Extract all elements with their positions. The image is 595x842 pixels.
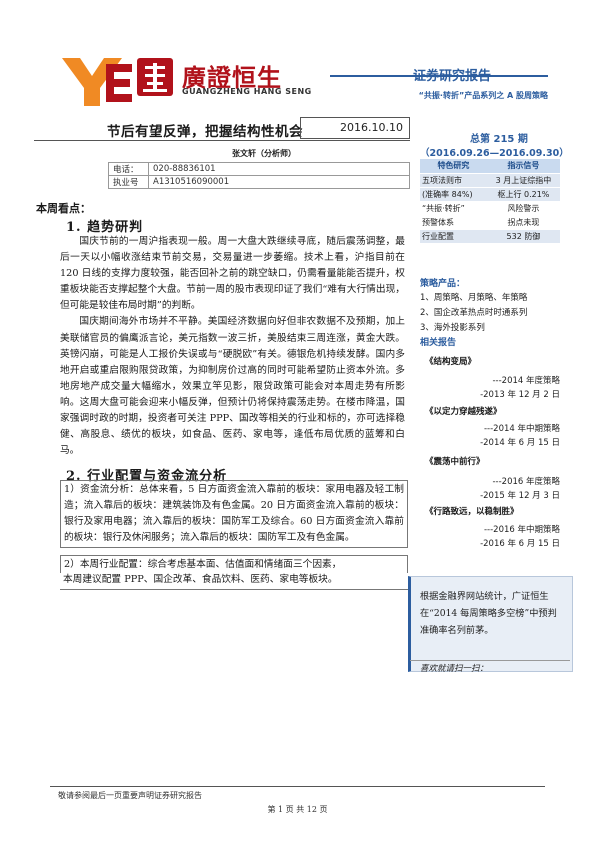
company-seal-icon	[137, 58, 173, 96]
related-report-subtitle: ---2016 年度策略	[492, 477, 560, 487]
industry-config-divider	[60, 589, 408, 590]
strategy-item: 1、周策略、月策略、年策略	[420, 293, 528, 303]
related-report-title: 《结构变局》	[425, 357, 477, 367]
footer-disclaimer: 敬请参阅最后一页重要声明证券研究报告	[58, 791, 202, 800]
related-report-date: -2016 年 6 月 15 日	[480, 539, 560, 549]
issue-date-range: （2016.09.26—2016.09.30）	[420, 148, 569, 159]
trend-paragraph-1: 国庆节前的一周沪指表现一般。周一大盘大跌继续寻底，随后震荡调整，最后一天以小幅收…	[60, 236, 405, 312]
section-1-title: 1. 趋势研判	[66, 220, 144, 235]
license-value: A1310516090001	[148, 175, 410, 189]
phone-value: 020-88836101	[148, 162, 410, 176]
weekly-focus-label: 本周看点：	[36, 202, 91, 215]
accuracy-note-box	[408, 576, 573, 672]
signal-row-left: 预警体系	[420, 215, 487, 230]
signal-row-left: (准确率 84%)	[420, 187, 487, 202]
related-report-subtitle: ---2016 年中期策略	[483, 525, 560, 535]
signal-table: 特色研究 指示信号 五项法则市 3 月上证综指中 (准确率 84%) 枢上行 0…	[420, 159, 560, 244]
license-row: 执业号 A1310516090001	[108, 175, 410, 189]
signal-row-right: 枢上行 0.21%	[486, 187, 560, 202]
title-divider	[34, 140, 410, 141]
signal-row-left: “共振·转折”	[420, 201, 487, 216]
footer-divider	[50, 786, 545, 787]
signal-row: (准确率 84%) 枢上行 0.21%	[420, 187, 560, 202]
related-report-title: 《行路致远，以稳制胜》	[425, 507, 519, 517]
scan-prompt: 喜欢就请扫一扫：	[420, 664, 489, 674]
signal-header-indicator: 指示信号	[486, 159, 560, 174]
industry-config-line-1: 2）本周行业配置：综合考虑基本面、估值面和情绪面三个因素，	[60, 555, 408, 573]
signal-header-research: 特色研究	[420, 159, 487, 174]
page-number: 第 1 页 共 12 页	[267, 805, 328, 814]
report-title: 节后有望反弹，把握结构性机会	[107, 124, 303, 140]
strategy-item: 3、海外投影系列	[420, 323, 485, 333]
header-divider	[330, 75, 548, 77]
signal-row: “共振·转折” 风险警示	[420, 201, 560, 216]
accuracy-note-text: 根据金融界网站统计，广证恒生在“2014 每周策略多空榜”中预判准确率名列前茅。	[420, 591, 557, 636]
author-info-table: 电话： 020-88836101 执业号 A1310516090001	[108, 162, 410, 189]
signal-row: 五项法则市 3 月上证综指中	[420, 173, 560, 188]
issue-number: 总第 215 期	[470, 134, 528, 145]
signal-row-left: 五项法则市	[420, 173, 487, 188]
signal-row-right: 风险警示	[486, 201, 560, 216]
company-logo-mark	[62, 58, 132, 106]
related-report-title: 《以定力穿越残遂》	[425, 407, 502, 417]
brand-name-cn: 廣證恒生	[182, 64, 282, 92]
related-reports-heading: 相关报告	[420, 338, 457, 348]
signal-row-right: 拐点未现	[486, 215, 560, 230]
phone-label: 电话：	[108, 162, 149, 176]
trend-analysis-text: 国庆节前的一周沪指表现一般。周一大盘大跌继续寻底，随后震荡调整，最后一天以小幅收…	[60, 234, 405, 459]
related-report-date: -2014 年 6 月 15 日	[480, 438, 560, 448]
signal-table-header: 特色研究 指示信号	[420, 159, 560, 174]
capital-flow-box: 1）资金流分析：总体来看，5 日方面资金流入靠前的板块：家用电器及轻工制造；流入…	[60, 480, 408, 548]
signal-row-right: 3 月上证综指中	[486, 173, 560, 188]
brand-name-en: GUANGZHENG HANG SENG	[182, 87, 312, 96]
report-date: 2016.10.10	[300, 117, 410, 139]
license-label: 执业号	[108, 175, 149, 189]
related-report-date: -2013 年 12 月 2 日	[480, 390, 560, 400]
related-report-subtitle: ---2014 年中期策略	[483, 424, 560, 434]
author-name: 张文轩（分析师）	[232, 148, 296, 158]
signal-row: 行业配置 532 防御	[420, 229, 560, 244]
signal-row-right: 532 防御	[486, 229, 560, 244]
related-report-subtitle: ---2014 年度策略	[492, 376, 560, 386]
industry-config-line-2: 本周建议配置 PPP、国企改革、食品饮料、医药、家电等板块。	[63, 574, 338, 585]
signal-row-left: 行业配置	[420, 229, 487, 244]
related-report-date: -2015 年 12 月 3 日	[480, 491, 560, 501]
series-name: “共振·转折”产品系列之 A 股周策略	[418, 91, 548, 100]
strategy-item: 2、国企改革热点时时通系列	[420, 308, 528, 318]
strategy-heading: 策略产品：	[420, 279, 466, 289]
related-report-title: 《震荡中前行》	[425, 457, 485, 467]
trend-paragraph-2: 国庆期间海外市场并不平静。美国经济数据向好但非农数据不及预期，加上美联储官员的偏…	[60, 316, 405, 457]
note-divider	[410, 660, 570, 661]
phone-row: 电话： 020-88836101	[108, 162, 410, 176]
signal-row: 预警体系 拐点未现	[420, 215, 560, 230]
